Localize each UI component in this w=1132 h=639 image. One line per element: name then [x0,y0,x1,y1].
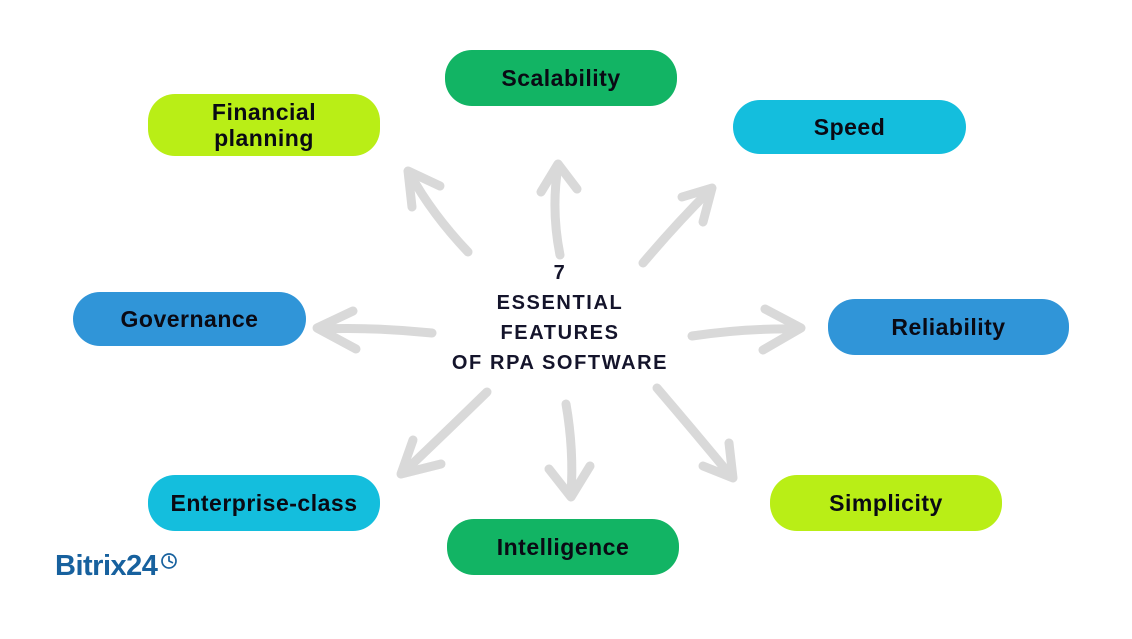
node-simplicity-label: Simplicity [829,490,943,516]
node-enterprise-class-label: Enterprise-class [170,490,358,516]
node-speed: Speed [733,100,966,154]
arrow-to-intelligence-icon [544,399,595,502]
node-scalability: Scalability [445,50,677,106]
arrow-to-scalability-icon [536,159,582,260]
node-speed-label: Speed [813,114,886,140]
node-governance: Governance [73,292,306,346]
diagram-title: 7 ESSENTIAL FEATURES OF RPA SOFTWARE [400,258,720,378]
title-line-features: FEATURES [500,322,620,344]
node-governance-label: Governance [120,306,259,332]
node-intelligence: Intelligence [447,519,679,575]
node-scalability-label: Scalability [501,65,621,91]
node-simplicity: Simplicity [770,475,1002,531]
title-line-essential: ESSENTIAL [496,292,624,314]
title-line-of-rpa-software: OF RPA SOFTWARE [451,352,669,374]
arrow-to-speed-icon [638,183,717,268]
arrow-to-reliability-icon [687,304,806,355]
arrow-to-simplicity-icon [652,383,738,483]
node-reliability: Reliability [828,299,1069,355]
arrow-to-enterprise-class-icon [396,387,492,479]
node-enterprise-class: Enterprise-class [148,475,380,531]
node-intelligence-label: Intelligence [496,534,630,560]
arrow-to-governance-icon [312,306,437,354]
bitrix24-logo-text: Bitrix24 [55,550,158,582]
arrow-to-financial-planning-icon [403,166,473,257]
clock-icon [161,553,178,569]
node-financial-planning-label: Financial planning [211,99,317,151]
title-line-count: 7 [553,262,567,284]
bitrix24-logo: Bitrix24 [55,550,178,583]
node-financial-planning: Financial planning [148,94,380,156]
node-reliability-label: Reliability [891,314,1006,340]
